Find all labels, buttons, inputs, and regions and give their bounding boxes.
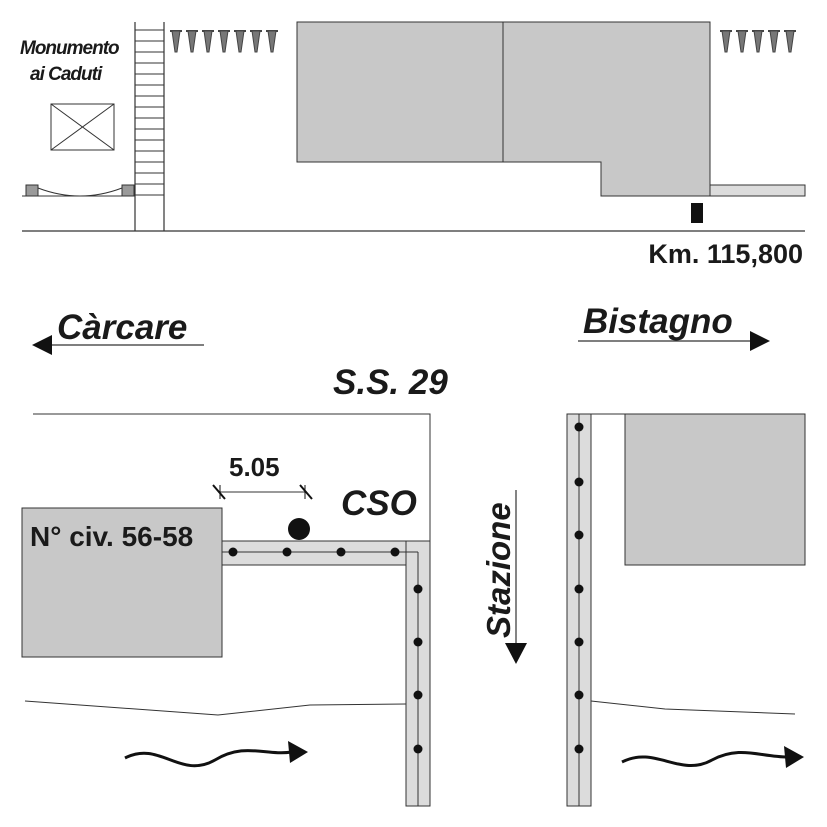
sidewalk-dot [336, 547, 346, 557]
tree-icon [250, 30, 262, 53]
stairs [134, 22, 165, 231]
distance-label: 5.05 [229, 452, 280, 482]
sidewalk-dot [574, 477, 584, 487]
building-right [624, 413, 806, 566]
sidewalk-dot [413, 744, 423, 754]
building-number-label: N° civ. 56-58 [30, 521, 193, 552]
sidewalk-dot [574, 584, 584, 594]
monument-label-line2: ai Caduti [30, 64, 103, 85]
km-marker-label: Km. 115,800 [648, 239, 803, 269]
station-label: Stazione [480, 502, 517, 638]
tree-icon [202, 30, 214, 53]
river-bank-right [590, 700, 796, 715]
tree-icon [170, 30, 182, 53]
sidewalk-dot [574, 744, 584, 754]
station-arrow-head [505, 643, 527, 664]
distance-tick-right [299, 484, 313, 500]
tree-icon [752, 30, 764, 53]
tree-icon [186, 30, 198, 53]
sidewalk-dot [390, 547, 400, 557]
sidewalk-dot [574, 530, 584, 540]
tree-icon [266, 30, 278, 53]
monument-pillar-left [25, 184, 39, 197]
tree-icon [234, 30, 246, 53]
location-marker [288, 518, 310, 540]
sidewalk-dot [574, 690, 584, 700]
tree-icon [218, 30, 230, 53]
river-flow-right-head [784, 746, 804, 768]
sidewalk-dot [574, 422, 584, 432]
river-flow-left-head [288, 741, 308, 763]
sidewalk-dot [413, 637, 423, 647]
monument-pillar-right [121, 184, 135, 197]
river-bank-left [24, 700, 407, 716]
river-flow-right [621, 750, 789, 767]
direction-right-label: Bistagno [583, 302, 733, 341]
monument-label-line1: Monumento [20, 38, 119, 59]
arrow-right-head [750, 331, 770, 351]
sidewalk-dot [574, 637, 584, 647]
sidewalk-dot [282, 547, 292, 557]
tree-icon [768, 30, 780, 53]
tree-row-right [720, 30, 796, 53]
sidewalk-dot [413, 690, 423, 700]
monument-icon-cross-b [50, 103, 115, 151]
river-flow-left [124, 749, 293, 768]
sidewalk-dot [228, 547, 238, 557]
sidewalk-dot [413, 584, 423, 594]
tree-icon [736, 30, 748, 53]
street-label: CSO [341, 484, 417, 523]
monument-chain [37, 187, 123, 197]
block-outline-left [33, 413, 431, 541]
road-name-label: S.S. 29 [333, 363, 448, 402]
tree-row-left [170, 30, 278, 53]
tree-icon [720, 30, 732, 53]
km-marker-post [691, 203, 703, 223]
sidewalk-dots [228, 422, 584, 754]
sidewalk-top-right [709, 184, 806, 197]
building-civ-56-58 [21, 507, 223, 658]
distance-tick-left [212, 484, 226, 500]
direction-left-label: Càrcare [57, 308, 187, 347]
arrow-left-head [32, 335, 52, 355]
tree-icon [784, 30, 796, 53]
